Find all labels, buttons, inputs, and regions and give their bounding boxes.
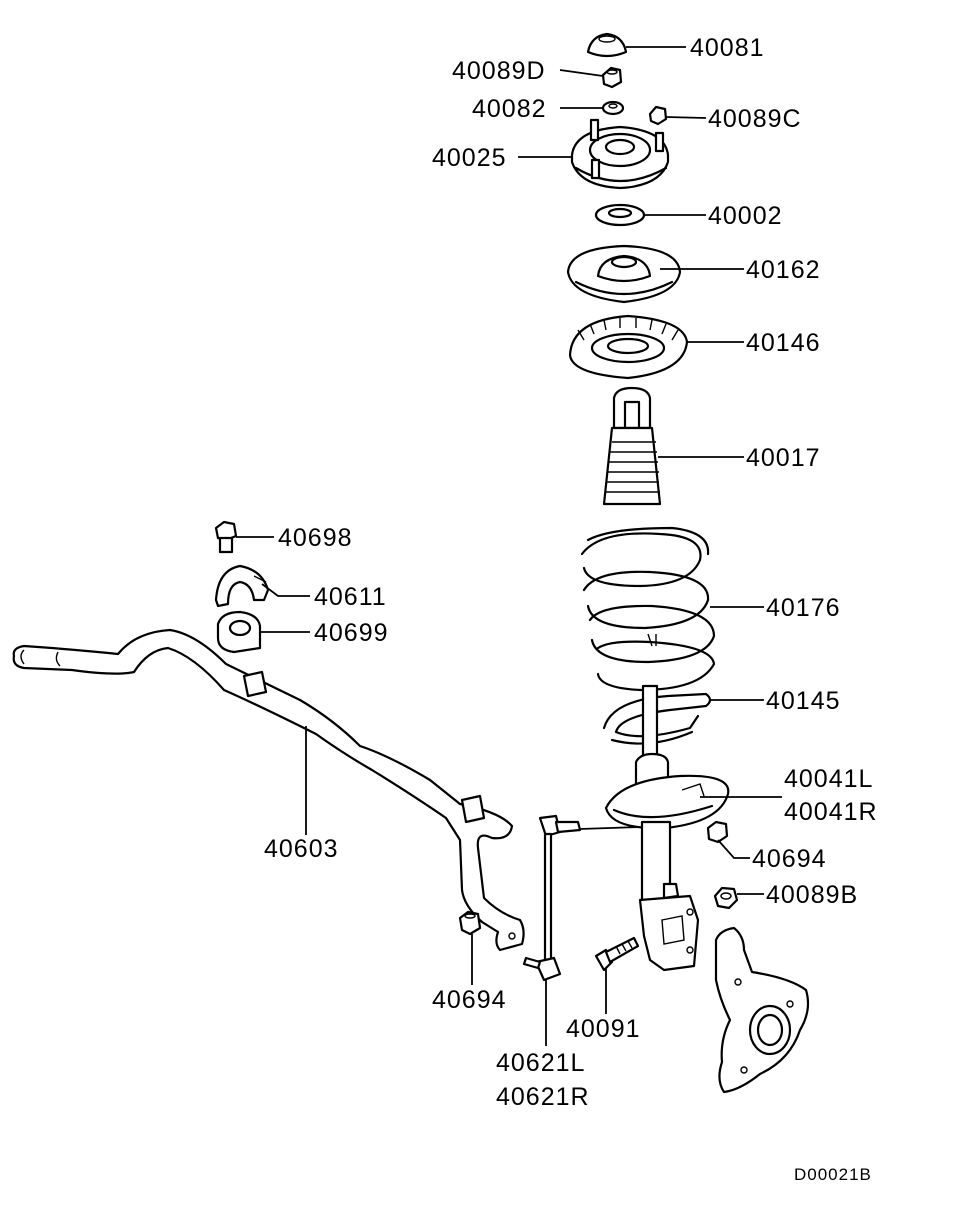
part-40698-bolt (214, 520, 238, 554)
label-40146: 40146 (746, 329, 821, 357)
label-40091: 40091 (566, 1015, 641, 1043)
part-40146-spring-pad (568, 314, 689, 380)
label-40694-bar: 40694 (432, 986, 507, 1014)
label-40089C: 40089C (708, 105, 802, 133)
label-40041R: 40041R (784, 798, 878, 826)
part-40089B-nut (713, 886, 739, 910)
knuckle (714, 926, 810, 1094)
label-40041L: 40041L (784, 765, 873, 793)
part-40041-strut-assembly (604, 684, 730, 972)
part-40025-strut-mount (570, 118, 670, 190)
label-40621R: 40621R (496, 1083, 590, 1111)
diagram-code: D00021B (794, 1165, 872, 1184)
part-40621-stabilizer-link (522, 814, 582, 982)
part-40611-bracket (214, 564, 270, 608)
part-40694-nut-bar (458, 910, 482, 936)
part-40162-spring-seat (566, 244, 682, 304)
label-40699: 40699 (314, 619, 389, 647)
part-40699-bushing (216, 610, 262, 654)
part-40082-washer (601, 100, 625, 116)
label-40089D: 40089D (452, 57, 546, 85)
part-40017-bump-stop-boot (602, 386, 662, 506)
label-40162: 40162 (746, 256, 821, 284)
leader-lines (236, 46, 782, 1046)
part-40176-coil-spring (580, 526, 716, 692)
label-40081: 40081 (690, 34, 765, 62)
label-40698: 40698 (278, 524, 353, 552)
label-40621L: 40621L (496, 1049, 585, 1077)
label-40694-strut: 40694 (752, 845, 827, 873)
part-40002-bearing (594, 203, 646, 227)
label-40002: 40002 (708, 202, 783, 230)
label-40611: 40611 (314, 583, 387, 611)
part-40603-stabilizer-bar (12, 628, 525, 952)
label-40017: 40017 (746, 444, 821, 472)
part-40089D-nut (601, 66, 623, 89)
label-40082: 40082 (472, 95, 547, 123)
label-40025: 40025 (432, 144, 507, 172)
part-40081-cap (586, 32, 628, 58)
label-40176: 40176 (766, 594, 841, 622)
label-40089B: 40089B (766, 881, 858, 909)
part-40091-bolt (594, 936, 640, 972)
label-40603: 40603 (264, 835, 339, 863)
part-40694-nut-strut (706, 820, 729, 844)
part-40089C-nut (648, 105, 668, 126)
label-40145: 40145 (766, 687, 841, 715)
